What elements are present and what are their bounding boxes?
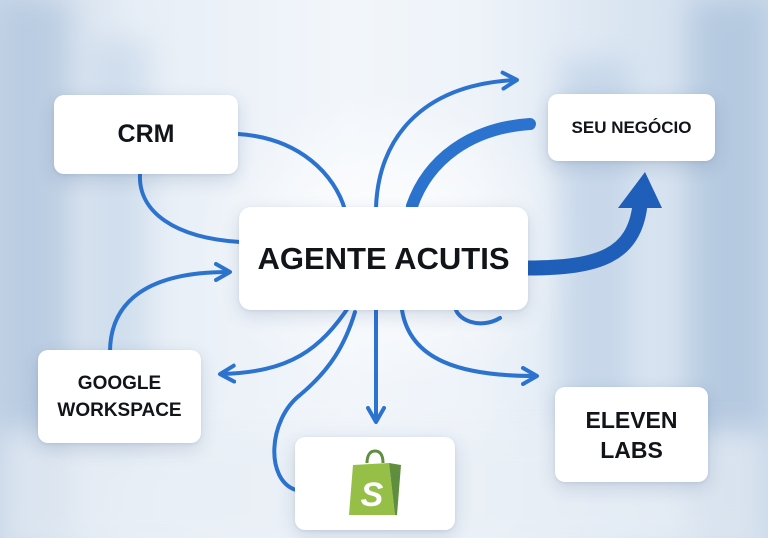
big-arrowhead-icon xyxy=(618,172,662,208)
eleven-labs-node[interactable]: ELEVEN LABS xyxy=(555,387,708,482)
shopify-node[interactable]: S xyxy=(295,437,455,530)
arrow-to-top xyxy=(374,70,519,210)
shopify-bag-icon: S xyxy=(349,448,401,515)
seu-negocio-label: SEU NEGÓCIO xyxy=(571,117,692,137)
swoosh-from-seu-negocio xyxy=(406,118,536,212)
agente-acutis-node[interactable]: AGENTE ACUTIS xyxy=(239,207,528,310)
google-workspace-node[interactable]: GOOGLE WORKSPACE xyxy=(38,350,201,443)
crm-label: CRM xyxy=(117,120,175,148)
eleven-labs-line1: ELEVEN xyxy=(585,406,678,433)
arrow-to-eleven-labs xyxy=(400,308,539,386)
shopify-letter: S xyxy=(361,476,384,514)
swoosh-to-seu-negocio xyxy=(527,203,648,276)
eleven-labs-line2: LABS xyxy=(600,436,663,463)
seu-negocio-node[interactable]: SEU NEGÓCIO xyxy=(548,94,715,161)
arrow-to-google xyxy=(218,303,352,384)
arrow-from-google xyxy=(108,262,232,354)
shopify-connector xyxy=(272,310,357,492)
crm-connector-lower xyxy=(137,172,242,244)
google-workspace-line2: WORKSPACE xyxy=(57,399,182,421)
agente-acutis-label: AGENTE ACUTIS xyxy=(257,240,510,276)
crm-connector-upper xyxy=(236,132,347,212)
crm-node[interactable]: CRM xyxy=(54,95,238,174)
google-workspace-line1: GOOGLE xyxy=(77,372,162,394)
